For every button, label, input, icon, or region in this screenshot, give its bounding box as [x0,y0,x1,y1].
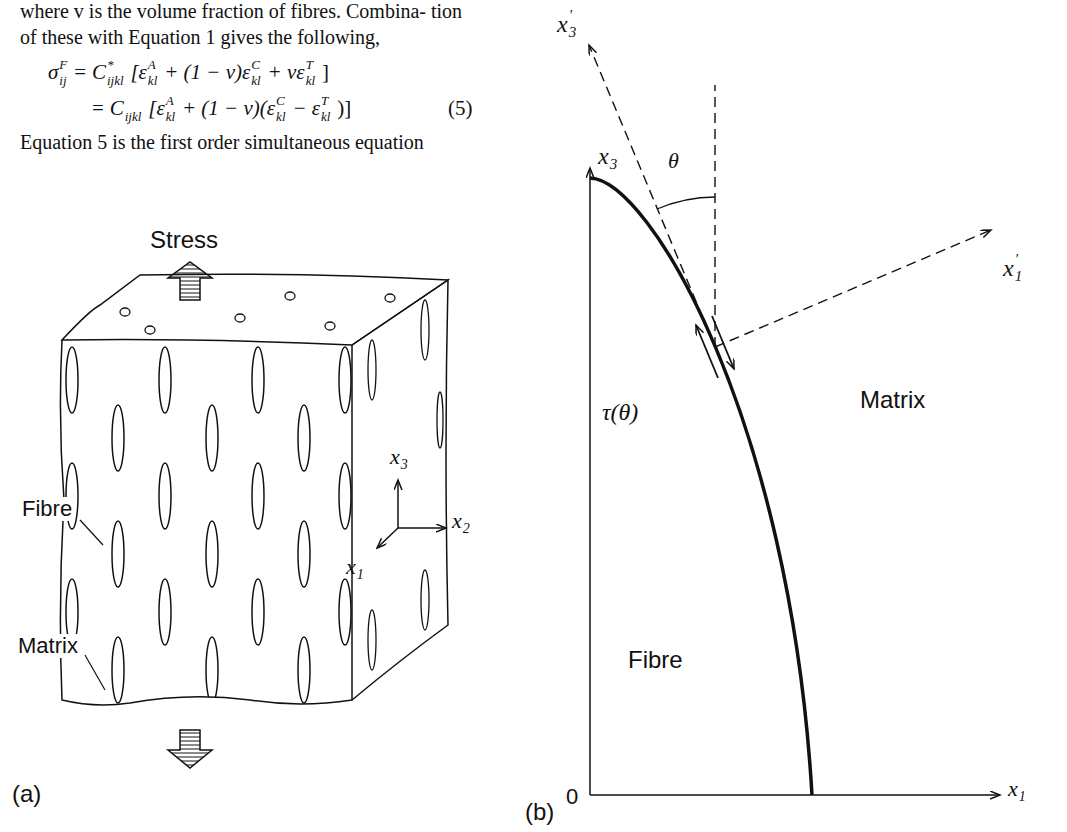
label-text: 1 [1015,269,1023,284]
label-text: x [1003,256,1014,280]
label-text: C [251,58,260,71]
fibre-boundary [590,178,812,795]
label-text: kl [251,74,260,87]
label-text: * [107,58,114,71]
label-text: 3 [569,25,577,40]
label-text: kl [306,74,315,87]
label-text: x [346,556,356,578]
label-text: (5) [448,98,473,119]
label-text: + vε [268,62,305,83]
label-text: Matrix [16,634,80,658]
label-text: T [321,94,328,107]
label-text: C [110,98,124,119]
label-text: θ [668,150,679,172]
label-text: F [59,58,67,71]
label-text: A [148,58,156,71]
label-text: ' [1015,252,1018,267]
label-text: x [598,144,609,168]
label-text: )] [337,98,351,119]
label-text: 1 [357,568,364,582]
composite-block [60,274,448,705]
label-text: (b) [525,800,554,824]
label-text: 1 [1019,790,1026,804]
label-text: ' [569,8,572,23]
fibre-end [120,292,395,334]
label-text: 0 [566,786,578,808]
label-text: Fibre [628,648,683,672]
label-text: [ε [148,98,164,119]
label-text: C [92,62,106,83]
dashed-axis [589,45,991,347]
label-text: ijkl [107,74,124,87]
fibre-pattern [66,347,351,703]
label-text: Equation 5 is the first order simultaneo… [20,132,424,152]
label-text: T [306,58,313,71]
label-text: 2 [463,522,470,536]
label-text: − ε [292,98,320,119]
axis-arrow [590,168,1000,795]
label-text: kl [276,110,285,123]
leader-line [80,520,105,690]
label-text: Fibre [20,497,74,521]
label-text: τ(θ) [602,400,638,424]
label-text: (a) [12,782,41,806]
label-text: Matrix [860,388,925,412]
label-text: ij [59,74,66,87]
label-text: x [557,12,568,36]
angle-arc [657,197,715,209]
label-text: kl [148,74,157,87]
label-text: x [1008,778,1018,800]
axis-arrow [377,480,446,548]
label-text: C [276,94,285,107]
label-text: kl [166,110,175,123]
label-text: kl [321,110,330,123]
stress-arrow [168,262,212,768]
fibre-pattern [368,300,443,670]
label-text: x [452,510,462,532]
label-text: = [92,98,104,119]
label-text: [ε [130,62,146,83]
label-text: A [166,94,174,107]
label-text: + (1 − v)ε [164,62,250,83]
label-text: ijkl [125,110,142,123]
label-text: 3 [610,157,618,172]
label-text: σ [48,62,58,83]
label-text: = [74,62,86,83]
label-text: where v is the volume fraction of fibres… [20,0,465,50]
label-text: Stress [150,228,218,252]
label-text: + (1 − v)(ε [182,98,275,119]
shear-arrow [696,316,734,378]
label-text: ] [322,62,329,83]
label-text: x [390,446,400,468]
label-text: 3 [401,458,408,472]
